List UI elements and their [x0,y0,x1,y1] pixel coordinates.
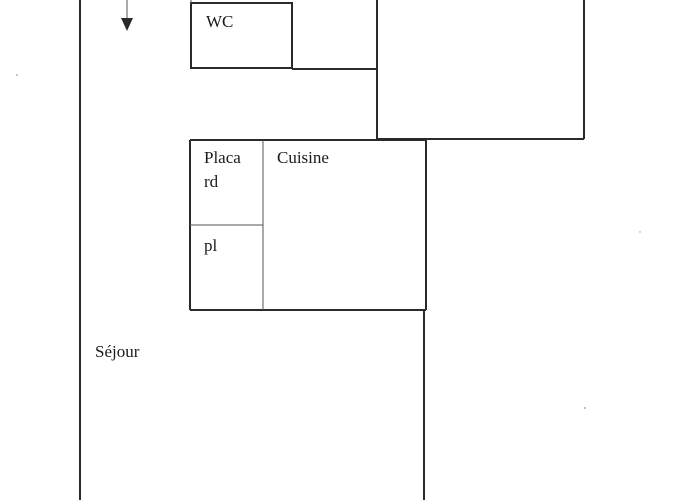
pl-label: pl [204,236,218,255]
scan-speck [639,231,641,233]
wc-label: WC [206,12,234,31]
scan-speck [16,74,18,76]
scan-speck [584,407,586,409]
placard-label-line-1: Placa [204,148,241,167]
wc-room-outline [190,2,293,69]
placard-label: Placa rd [204,146,241,194]
cuisine-label: Cuisine [277,148,329,167]
arrow-down-icon [121,0,133,31]
placard-label-line-2: rd [204,172,219,191]
sejour-label: Séjour [95,342,140,361]
